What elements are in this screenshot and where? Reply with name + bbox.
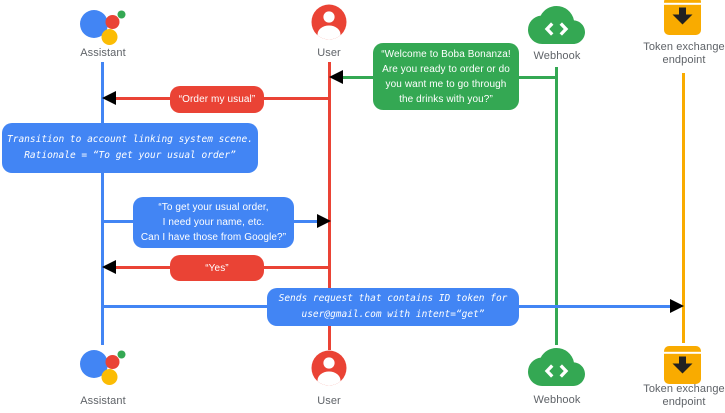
message-line: Can I have those from Google?” [140,232,287,243]
archive-download-icon [664,0,701,35]
message-send-token: Sends request that contains ID token for… [267,288,519,326]
user-icon [311,350,347,386]
message-line: the drinks with you?” [399,93,493,105]
order-arrowhead-icon [102,91,116,105]
message-line: “Order my usual” [178,94,256,105]
message-line: Sends request that contains ID token for [278,293,508,304]
message-welcome: “Welcome to Boba Bonanza! Are you ready … [373,43,519,110]
ask-arrowhead-icon [317,214,331,228]
token-lifeline [682,73,685,343]
user-label-bottom: User [317,395,341,407]
google-assistant-icon [80,350,126,385]
message-line: “Welcome to Boba Bonanza! [381,48,511,60]
message-line: Rationale = “To get your usual order” [24,150,236,161]
assistant-label-bottom: Assistant [80,395,126,407]
user-label-top: User [317,47,341,59]
message-yes: “Yes” [170,255,264,281]
webhook-label-bottom: Webhook [533,394,581,406]
token-endpoint-label-top: Token exchange endpoint [643,41,725,66]
message-line: “Yes” [205,262,229,274]
message-line: you want me to go through [385,78,507,90]
cloud-code-icon [528,6,585,44]
user-icon [311,4,347,40]
cloud-code-icon [528,348,585,386]
token-endpoint-label-bottom: Token exchange endpoint [643,383,725,408]
message-line: “To get your usual order, [158,202,269,213]
assistant-lifeline [101,62,104,345]
webhook-lifeline [555,67,558,345]
message-order: “Order my usual” [170,86,264,113]
webhook-label-top: Webhook [533,50,581,62]
message-line: Are you ready to order or do [382,63,510,75]
message-ask: “To get your usual order, I need your na… [133,197,294,248]
assistant-label-top: Assistant [80,47,126,59]
welcome-arrowhead-icon [329,70,343,84]
google-assistant-icon [80,10,126,45]
note-transition: Transition to account linking system sce… [2,123,258,173]
archive-download-icon [664,346,701,384]
yes-arrowhead-icon [102,260,116,274]
message-line: user@gmail.com with intent=“get” [301,309,485,320]
send-arrowhead-icon [670,299,684,313]
user-lifeline [328,62,331,350]
message-line: I need your name, etc. [162,217,265,228]
message-line: Transition to account linking system sce… [7,134,253,145]
